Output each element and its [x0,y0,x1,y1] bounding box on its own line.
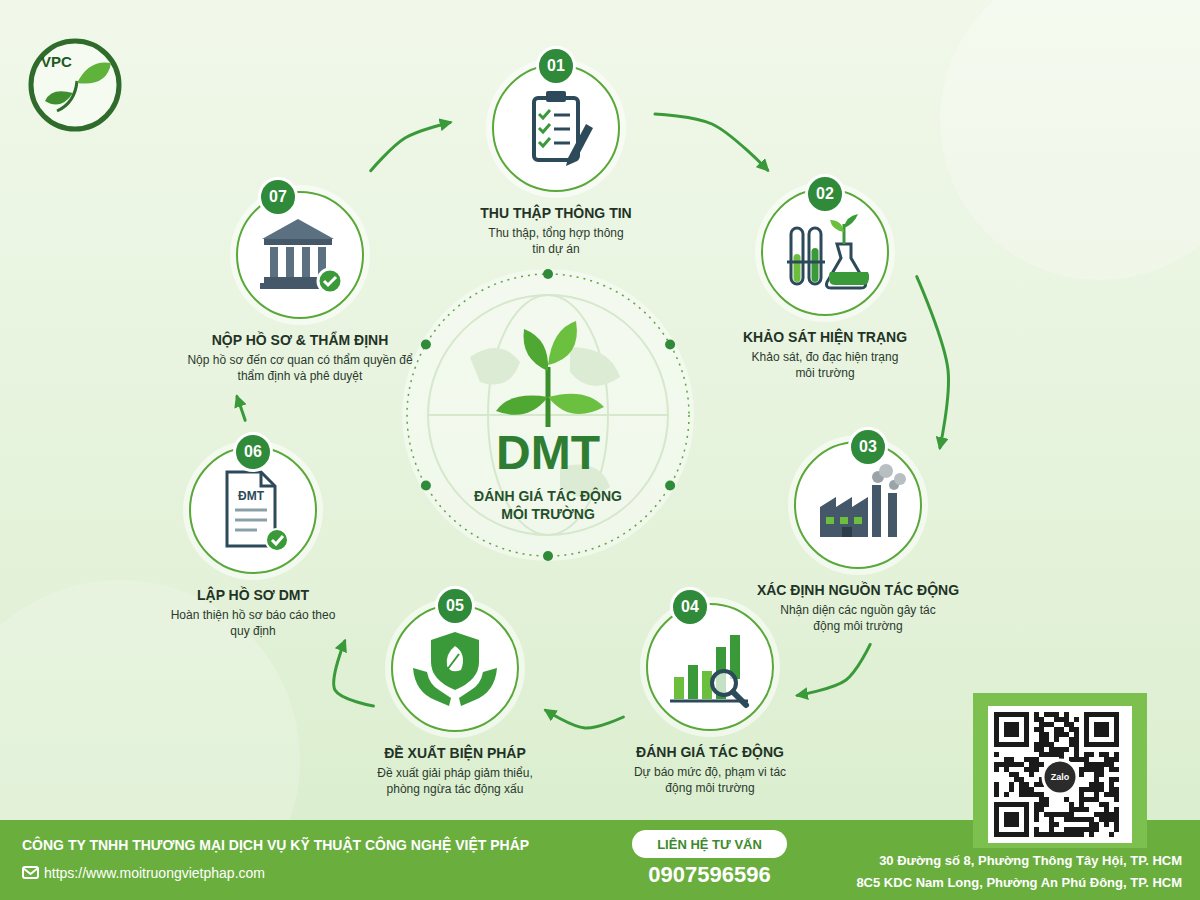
step-node: 04ĐÁNH GIÁ TÁC ĐỘNGDự báo mức độ, phạm v… [590,603,830,796]
step-badge: 03 [848,427,888,467]
step-icon [506,78,606,178]
step-description: Nộp hồ sơ đến cơ quan có thẩm quyền để t… [183,352,418,384]
step-icon [660,617,760,717]
step-node: 06LẬP HỒ SƠ DMT Hoàn thiện hồ sơ báo cáo … [133,446,373,639]
step-icon [250,205,350,305]
step-description: Thu thập, tổng hợp thông tin dự án [481,225,631,257]
step-title: XÁC ĐỊNH NGUỒN TÁC ĐỘNG [738,582,978,599]
step-badge: 04 [670,587,710,627]
cycle-arrow [237,397,245,421]
step-number: 01 [547,57,565,75]
footer-band: CÔNG TY TNHH THƯƠNG MẠI DỊCH VỤ KỸ THUẬT… [0,820,1200,900]
logo-outline [27,37,123,133]
step-icon [203,460,303,560]
step-title: ĐÁNH GIÁ TÁC ĐỘNG [590,744,830,761]
step-number: 07 [269,188,287,206]
address: 30 Đường số 8, Phường Thông Tây Hội, TP.… [879,852,1182,869]
qr-code [994,712,1119,837]
zalo-badge [1043,760,1077,794]
step-number: 04 [681,598,699,616]
address: 8C5 KDC Nam Long, Phường An Phú Đông, TP… [856,874,1182,891]
qr-badge-label: Zalo [1051,772,1070,782]
center-subtitle: ĐÁNH GIÁ TÁC ĐỘNG MÔI TRƯỜNG [463,487,633,523]
step-number: 05 [446,597,464,615]
step-description: Dự báo mức độ, phạm vi tác động môi trườ… [630,764,790,796]
step-number: 06 [244,443,262,461]
cycle-arrow [371,122,450,170]
step-node: 07NỘP HỒ SƠ & THẨM ĐỊNH Nộp hồ sơ đến cơ … [180,191,420,384]
step-icon [808,455,908,555]
cycle-arrow [917,277,949,448]
step-icon [405,618,505,718]
step-title: LẬP HỒ SƠ DMT [133,587,373,604]
qr-ground [988,706,1132,843]
step-badge: 07 [258,177,298,217]
step-badge: 06 [233,432,273,472]
step-node: 01THU THẬP THÔNG TINThu thập, tổng hợp t… [436,64,676,257]
step-title: ĐỀ XUẤT BIỆN PHÁP [335,745,575,762]
step-title: THU THẬP THÔNG TIN [436,205,676,222]
step-circle [236,191,364,319]
step-description: Nhận diện các nguồn gây tác động môi trư… [773,602,943,634]
step-icon [775,202,875,302]
contact-pill: LIÊN HỆ TƯ VẤN [632,830,787,858]
logo-circle: VPC [27,37,123,133]
logo-text: VPC [41,53,72,70]
step-badge: 01 [536,46,576,86]
cycle-arrow [334,641,374,706]
step-node: 02KHẢO SÁT HIỆN TRẠNG Khảo sát, đo đạc hi… [705,188,945,381]
cycle-arrow [546,710,624,728]
cycle-arrow [655,114,768,170]
step-node: 03XÁC ĐỊNH NGUỒN TÁC ĐỘNG Nhận diện các n… [738,441,978,634]
step-badge: 02 [805,174,845,214]
step-badge: 05 [435,586,475,626]
step-number: 03 [859,438,877,456]
website: https://www.moitruongvietphap.com [44,864,265,882]
qr-frame [973,693,1147,848]
step-number: 02 [816,185,834,203]
mail-icon [23,867,38,878]
phone-number: 0907596596 [632,862,787,888]
step-node: 05ĐỀ XUẤT BIỆN PHÁPĐề xuất giải pháp giả… [335,604,575,797]
step-circle [646,603,774,731]
step-description: Đề xuất giải pháp giảm thiểu, phòng ngừa… [360,765,550,797]
step-title: NỘP HỒ SƠ & THẨM ĐỊNH [180,332,420,349]
step-description: Hoàn thiện hồ sơ báo cáo theo quy định [171,607,336,639]
step-title: KHẢO SÁT HIỆN TRẠNG [705,329,945,346]
center-title: DMT [400,427,696,479]
contact-label: LIÊN HỆ TƯ VẤN [657,837,762,852]
cycle-arrow [797,644,870,695]
glow [940,0,1200,280]
step-description: Khảo sát, đo đạc hiện trạng môi trường [750,349,900,381]
center-circle: DMT ĐÁNH GIÁ TÁC ĐỘNG MÔI TRƯỜNG [400,267,696,563]
company-name: CÔNG TY TNHH THƯƠNG MẠI DỊCH VỤ KỸ THUẬT… [22,836,529,854]
